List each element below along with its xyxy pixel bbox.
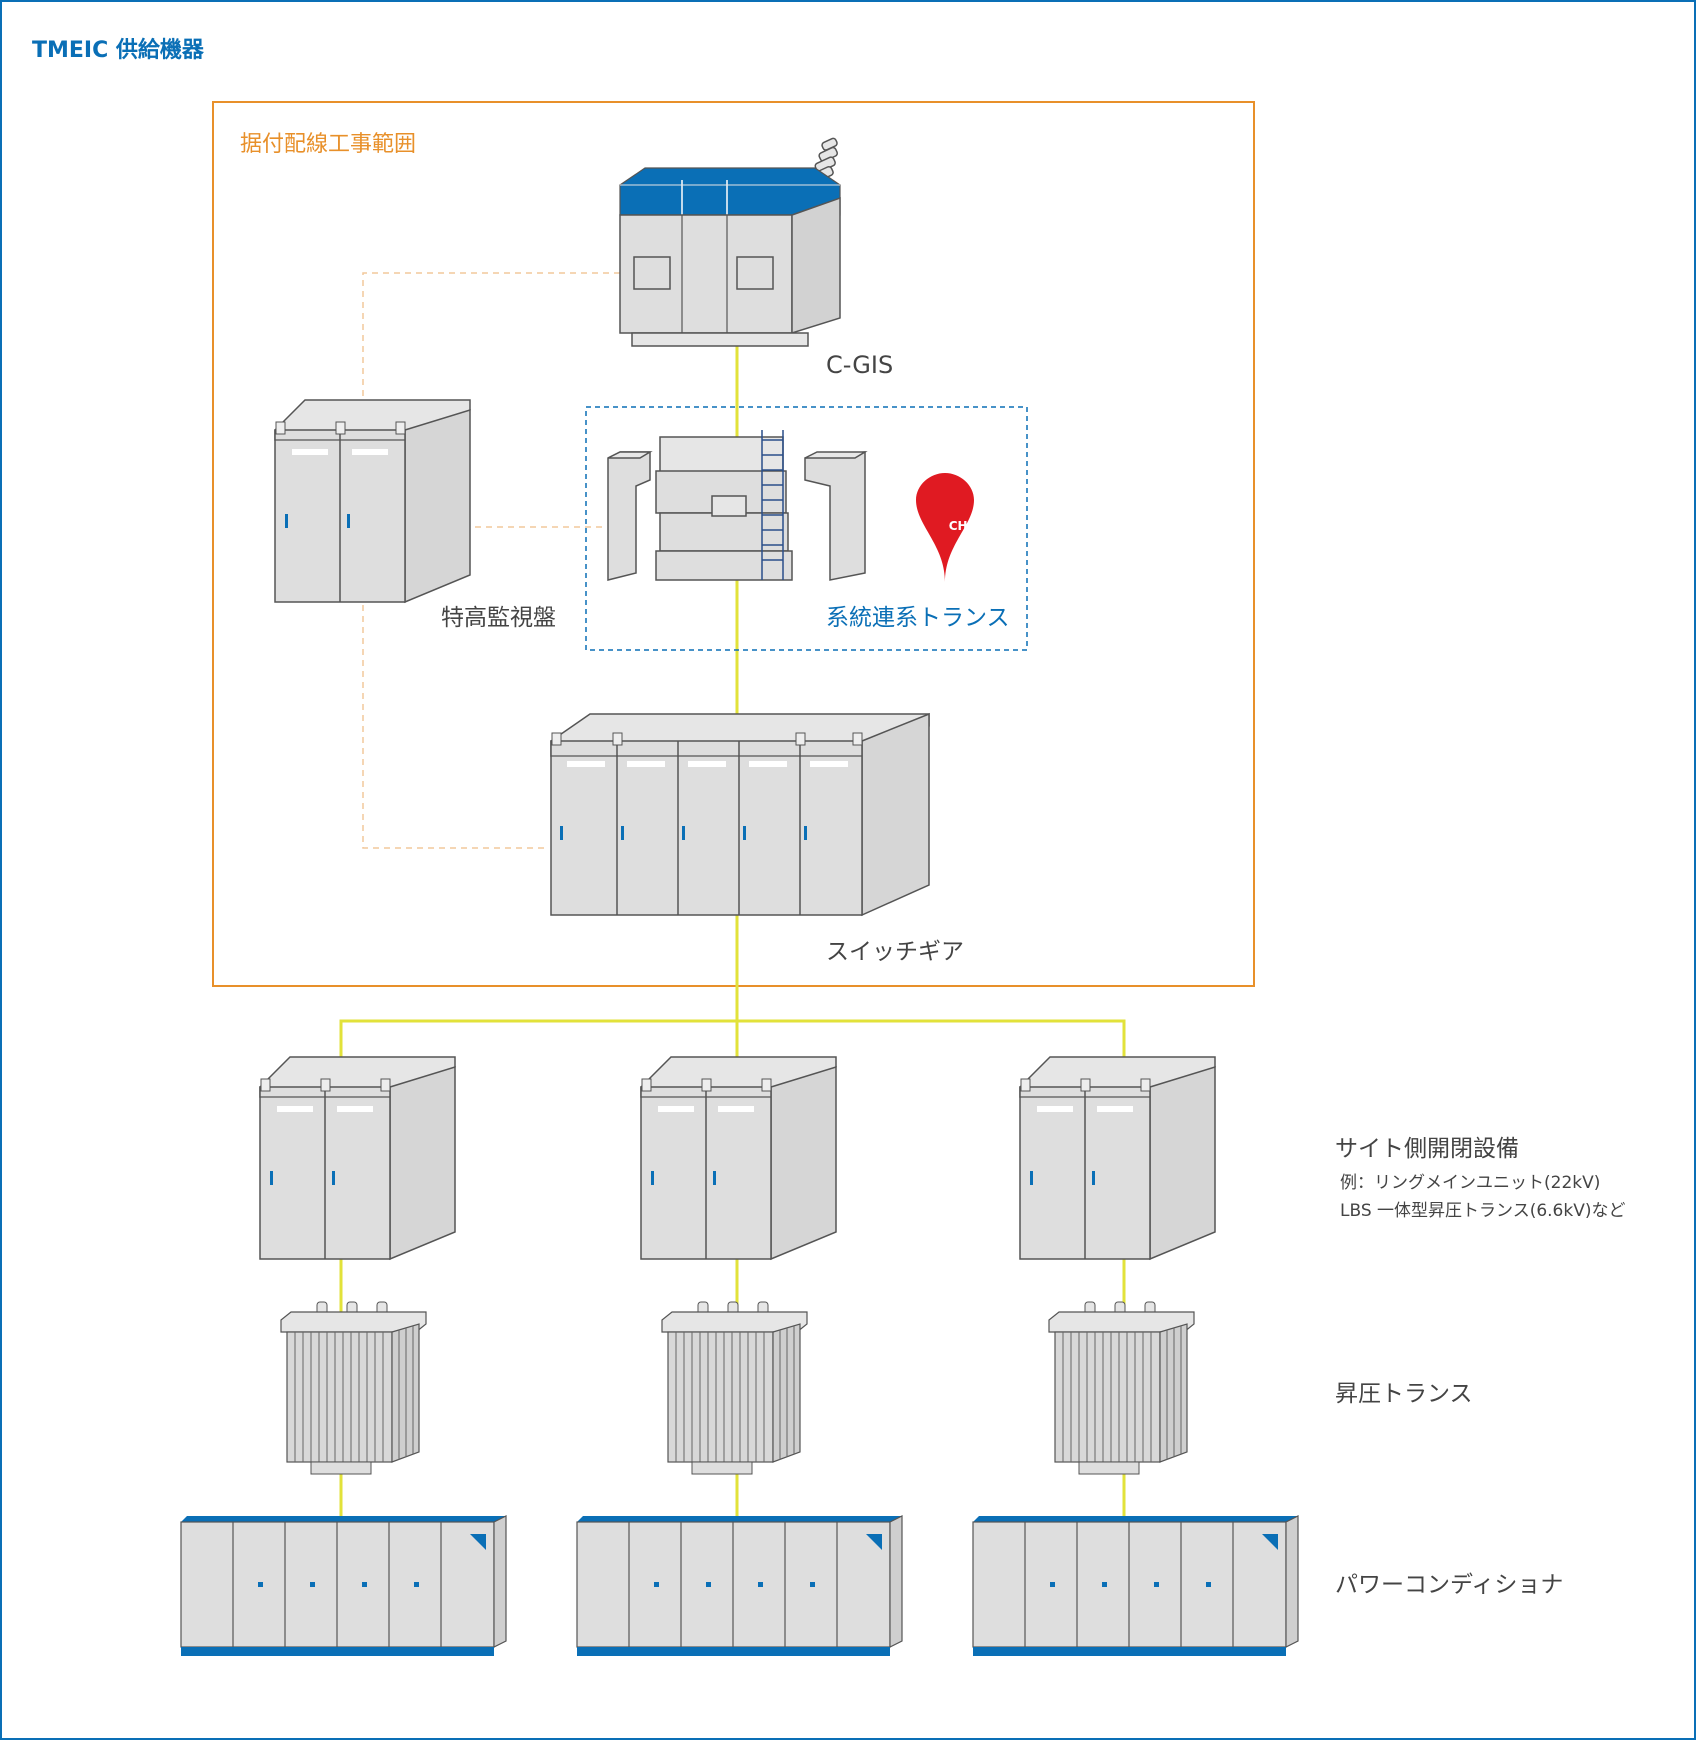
switchgear-equipment <box>550 712 930 917</box>
site-switchgear-2 <box>640 1056 837 1260</box>
power-conditioner-3 <box>972 1515 1299 1657</box>
switchgear-label: スイッチギア <box>826 939 964 965</box>
page-title: TMEIC 供給機器 <box>32 38 204 63</box>
cgis-equipment <box>619 137 841 347</box>
scope-box <box>212 101 1255 987</box>
power-conditioner-1 <box>180 1515 507 1657</box>
scope-label: 据付配線工事範囲 <box>240 132 417 157</box>
monitor-panel-label: 特高監視盤 <box>441 605 556 631</box>
stepup-transformer-2 <box>661 1301 808 1475</box>
monitor-panel-equipment <box>274 399 471 603</box>
check-pin-icon <box>916 473 974 582</box>
site-switchgear-1 <box>259 1056 456 1260</box>
highlight-box <box>585 406 1028 651</box>
grid-transformer-equipment <box>607 430 868 581</box>
grid-transformer-label[interactable]: 系統連系トランス <box>826 605 1010 631</box>
site-switchgear-3 <box>1019 1056 1216 1260</box>
site-switchgear-label: サイト側開閉設備 <box>1335 1136 1519 1162</box>
site-example-2: LBS 一体型昇圧トランス(6.6kV)など <box>1340 1201 1626 1221</box>
stepup-transformer-label: 昇圧トランス <box>1335 1381 1473 1407</box>
stepup-transformer-1 <box>280 1301 427 1475</box>
site-example-1: 例：リングメインユニット(22kV) <box>1340 1173 1601 1193</box>
check-badge-text[interactable]: CHECK! <box>948 519 1000 533</box>
power-conditioner-2 <box>576 1515 903 1657</box>
cgis-label: C-GIS <box>826 351 894 379</box>
power-conditioner-label: パワーコンディショナ <box>1335 1572 1564 1598</box>
control-wiring <box>362 272 620 849</box>
stepup-transformer-3 <box>1048 1301 1195 1475</box>
